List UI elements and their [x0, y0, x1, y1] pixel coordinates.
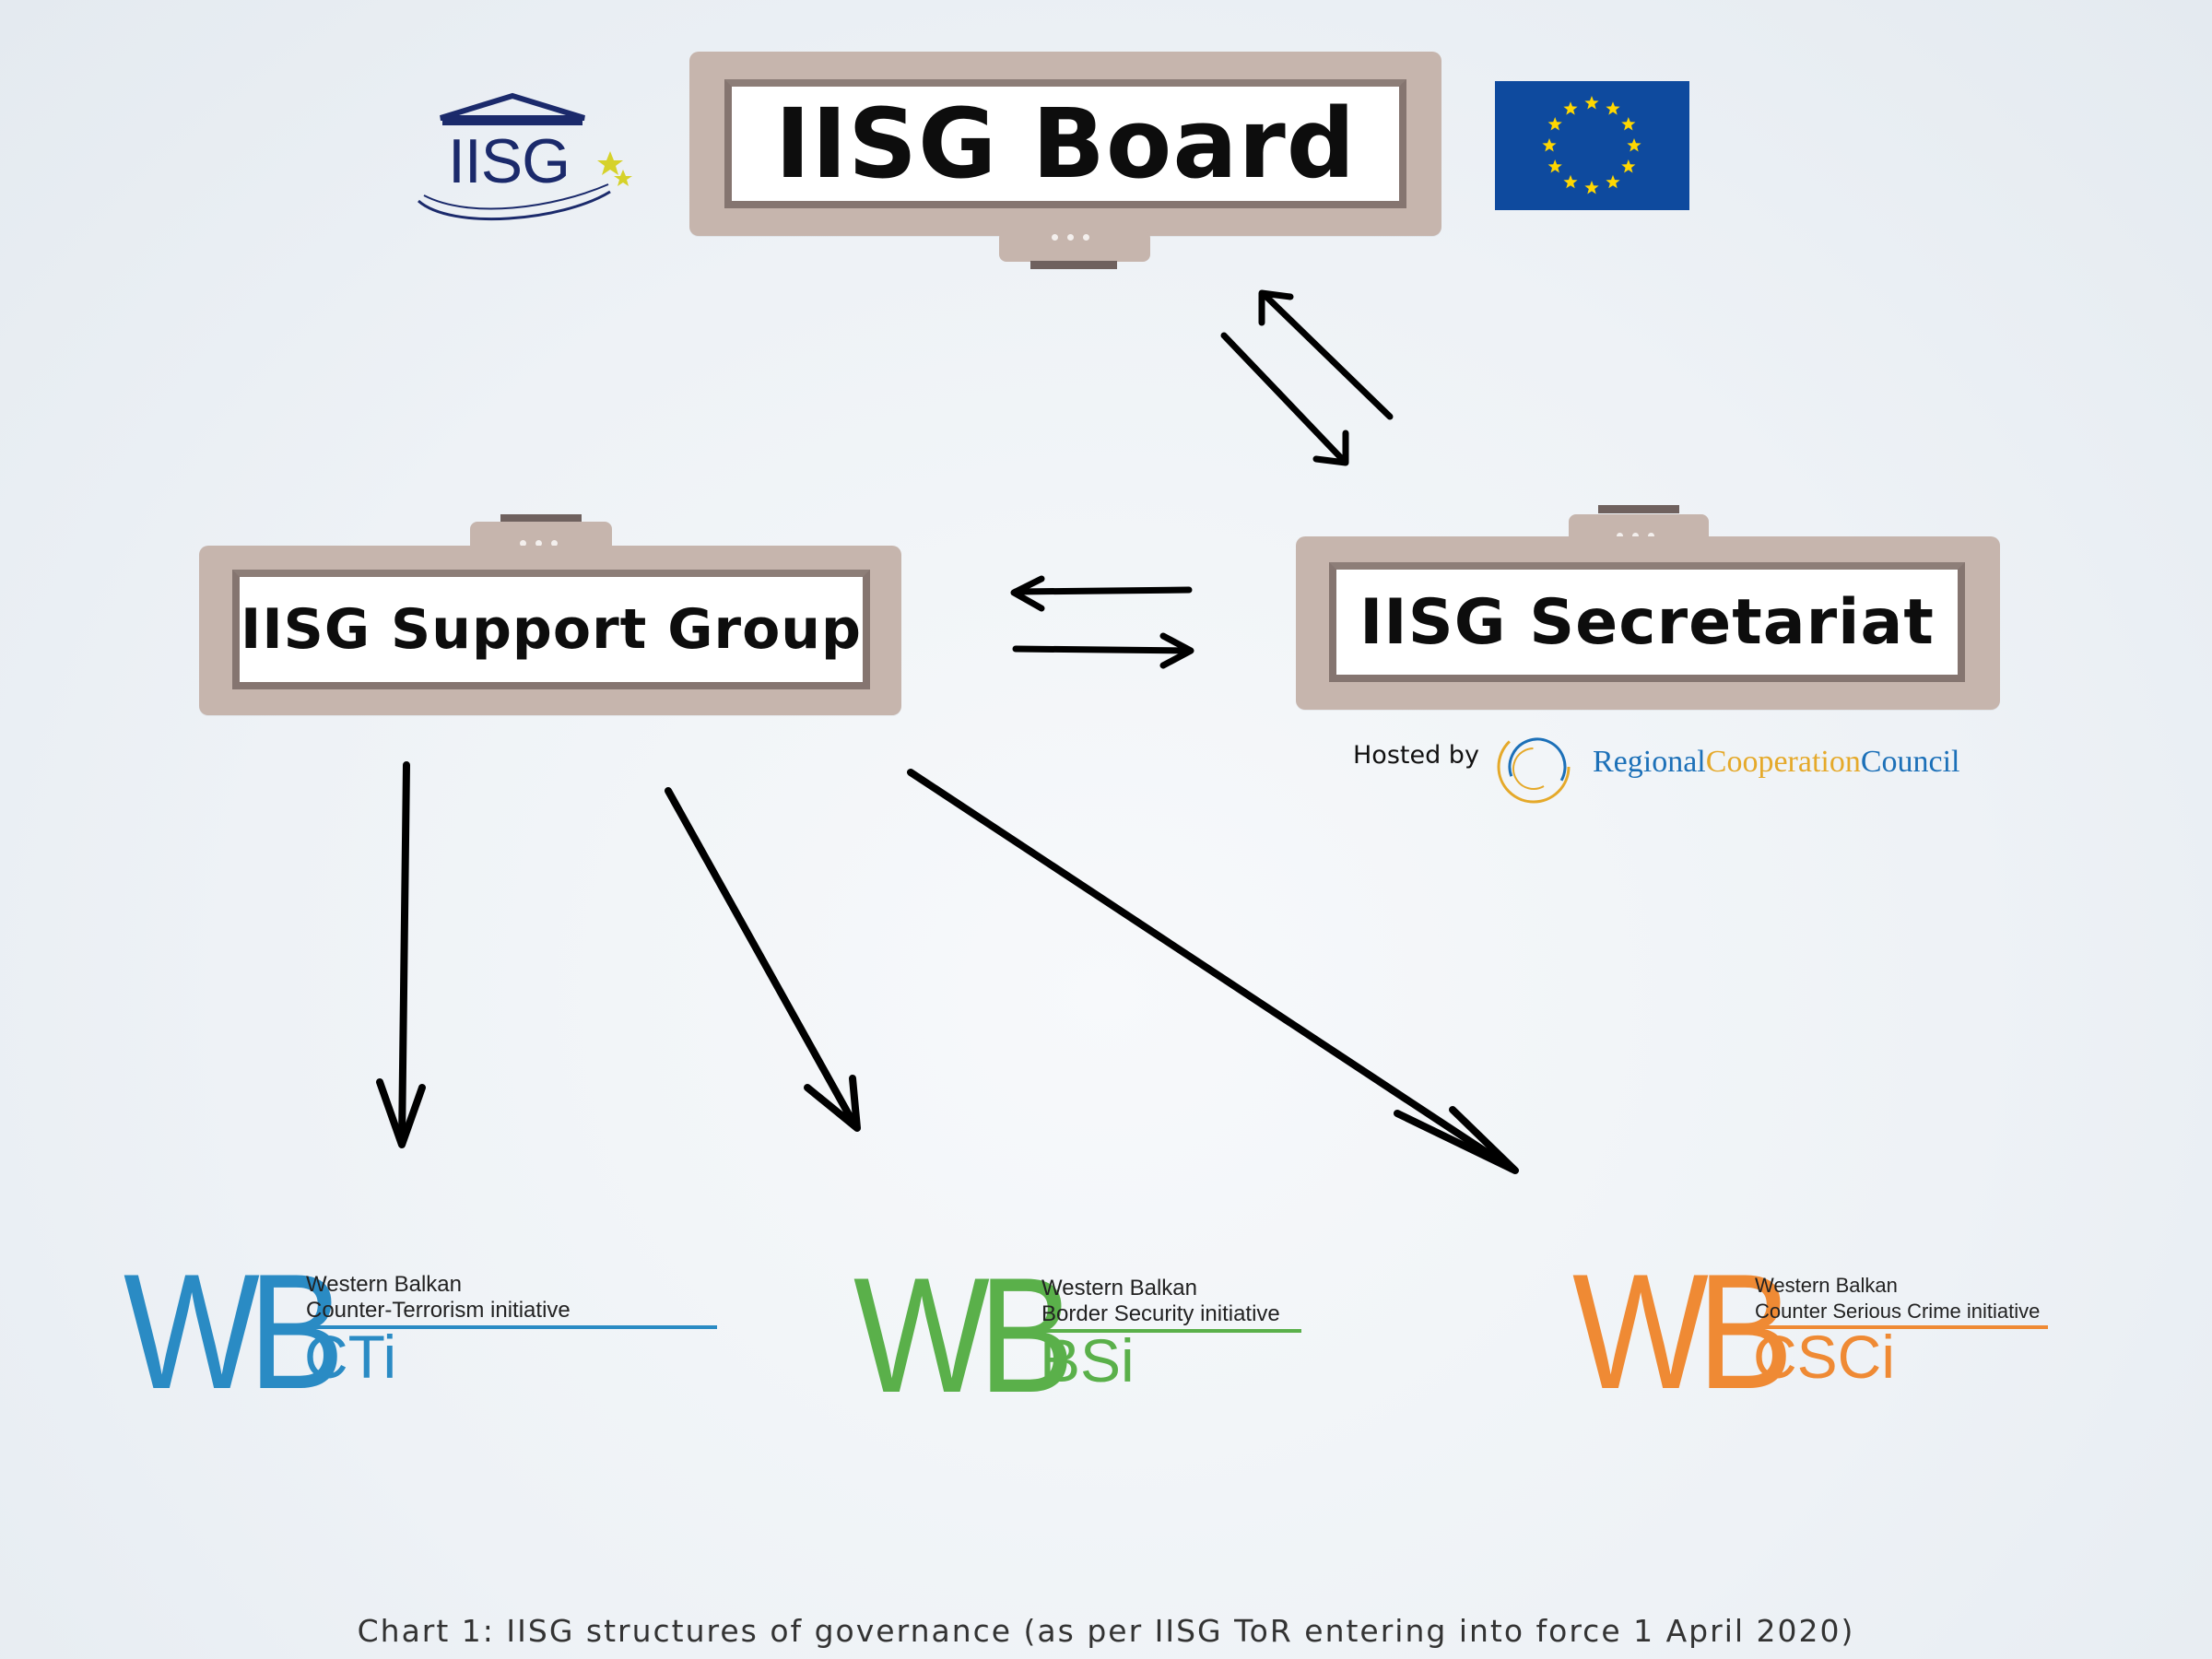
arrow-board-to-secretariat	[1220, 332, 1347, 465]
board-label: IISG Board	[774, 88, 1357, 200]
eu-star-icon	[1584, 181, 1599, 194]
initiative-rule	[306, 1325, 717, 1329]
iisg-logo-text: IISG	[448, 126, 571, 196]
wb-mark: WB	[853, 1243, 1075, 1427]
iisg-logo: IISG	[415, 92, 636, 221]
rcc-name-cooperation: Cooperation	[1705, 745, 1861, 779]
arrowhead	[1258, 289, 1294, 326]
eu-star-icon	[1606, 101, 1620, 115]
eu-star-icon	[1563, 101, 1578, 115]
eu-star-icon	[1621, 159, 1636, 173]
eu-star-icon	[1547, 159, 1562, 173]
initiative-line2: Counter-Terrorism initiative	[306, 1298, 571, 1323]
initiative-wbcti[interactable]: WB Western Balkan Counter-Terrorism init…	[124, 1240, 717, 1423]
eu-flag	[1495, 81, 1689, 210]
eu-stars-icon	[1542, 96, 1641, 194]
rcc-name: RegionalCooperationCouncil	[1593, 745, 1960, 780]
secretariat-panel: IISG Secretariat	[1329, 562, 1965, 682]
initiative-line1: Western Balkan	[306, 1272, 462, 1297]
initiative-wbcsci[interactable]: WB Western Balkan Counter Serious Crime …	[1572, 1240, 2070, 1423]
arrow-to-wbcsci	[907, 769, 1515, 1172]
wb-mark: WB	[124, 1240, 345, 1423]
board-tab-bar	[1030, 261, 1117, 269]
arrowhead	[804, 1075, 861, 1132]
eu-star-icon	[1621, 117, 1636, 131]
initiative-line2: Border Security initiative	[1041, 1301, 1280, 1326]
support-label: IISG Support Group	[241, 597, 862, 662]
support-dots	[520, 540, 558, 547]
arrow-to-wbcti	[398, 761, 410, 1147]
initiative-abbr: CTi	[304, 1323, 397, 1391]
board-panel: IISG Board	[724, 79, 1406, 208]
rcc-name-regional: Regional	[1593, 745, 1706, 779]
initiative-abbr: BSi	[1040, 1326, 1135, 1394]
chart-caption: Chart 1: IISG structures of governance (…	[357, 1613, 1855, 1649]
secretariat-dots	[1617, 533, 1654, 539]
initiative-line2: Counter Serious Crime initiative	[1755, 1300, 2041, 1323]
arrowhead	[1010, 575, 1045, 612]
arrow-secretariat-to-support	[1012, 586, 1193, 595]
board-dots	[1052, 234, 1089, 241]
initiative-wbbsi[interactable]: WB Western Balkan Border Security initia…	[853, 1243, 1333, 1427]
rcc-logo-icon	[1497, 730, 1571, 804]
board-tab	[999, 230, 1150, 262]
eu-star-icon	[1606, 174, 1620, 189]
secretariat-label: IISG Secretariat	[1359, 585, 1935, 659]
arrowhead	[1312, 429, 1349, 466]
arrowhead	[376, 1078, 426, 1148]
arrow-secretariat-to-board	[1261, 291, 1394, 420]
initiative-rule	[1041, 1329, 1301, 1333]
arrowhead	[1159, 632, 1194, 669]
eu-star-icon	[1584, 96, 1599, 110]
initiative-line1: Western Balkan	[1041, 1276, 1197, 1300]
arrowhead	[1394, 1106, 1519, 1174]
arrow-support-to-secretariat	[1012, 645, 1193, 654]
secretariat-tab-bar	[1598, 505, 1679, 513]
arrow-to-wbbsi	[665, 787, 859, 1130]
eu-star-icon	[1563, 174, 1578, 189]
rcc-name-council: Council	[1860, 745, 1960, 779]
initiative-line1: Western Balkan	[1755, 1274, 1898, 1297]
eu-star-icon	[1627, 138, 1641, 152]
eu-star-icon	[1542, 138, 1557, 152]
iisg-emblem-icon	[418, 92, 632, 221]
support-panel: IISG Support Group	[232, 570, 870, 689]
support-tab-bar	[500, 514, 582, 523]
eu-star-icon	[1547, 117, 1562, 131]
initiative-rule	[1755, 1325, 2048, 1329]
hosted-by-text: Hosted by	[1353, 741, 1479, 770]
initiative-abbr: CSCi	[1753, 1323, 1896, 1391]
wb-mark: WB	[1572, 1240, 1794, 1423]
